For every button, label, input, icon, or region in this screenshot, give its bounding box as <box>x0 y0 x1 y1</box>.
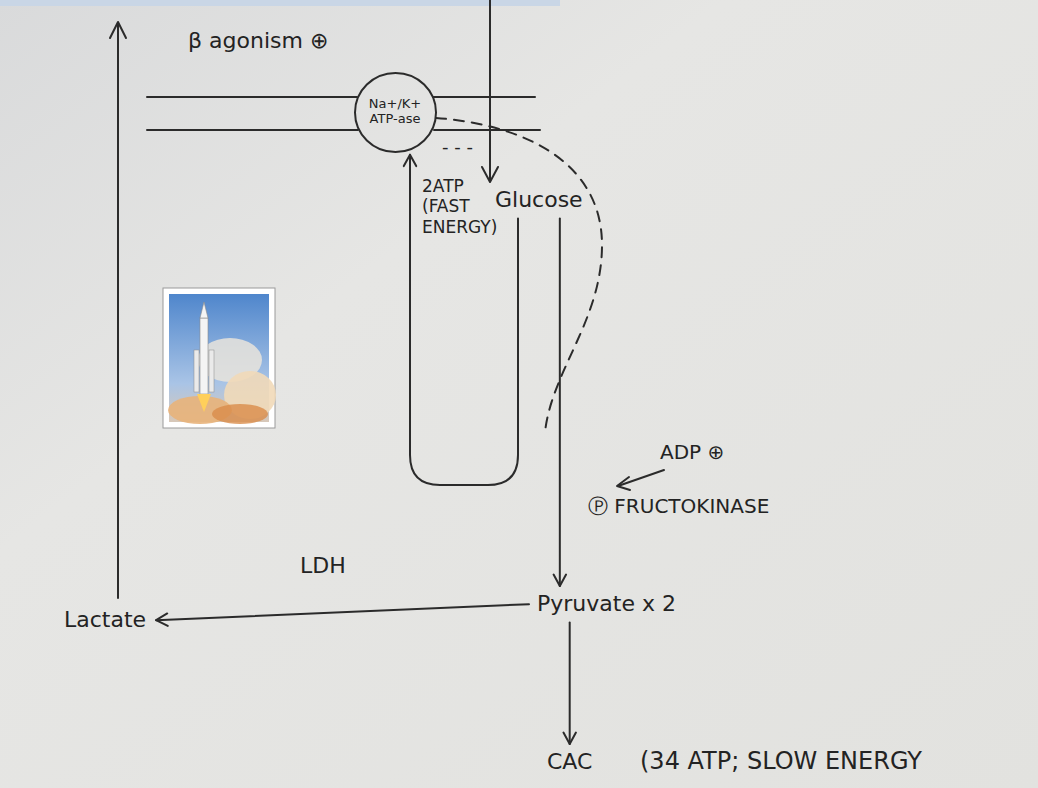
top-strip <box>0 0 560 6</box>
circle-shape <box>355 73 436 152</box>
picture-frame <box>163 288 275 428</box>
arrow-head <box>617 477 630 490</box>
lactate-outflow-arrow <box>117 23 119 598</box>
flow-arrow <box>563 622 575 744</box>
pathway-node: CAC <box>545 748 594 776</box>
node-text: Pyruvate x 2 <box>535 590 678 618</box>
flow-line <box>569 622 571 744</box>
enzyme-label: LDH <box>300 553 346 579</box>
flow-arrow <box>156 604 529 626</box>
membrane-line <box>147 96 357 98</box>
stimulus-note: β agonism ⊕ <box>188 28 328 54</box>
node-text: Lactate <box>62 606 148 634</box>
arrow-head <box>110 22 126 38</box>
glucose-inflow-arrow <box>489 0 491 181</box>
flow-line <box>559 218 561 586</box>
membrane-line <box>433 96 535 98</box>
node-text: CAC <box>545 748 594 776</box>
smoke-cloud <box>212 404 268 424</box>
regulator-note: ADP ⊕ <box>660 440 724 464</box>
arrow-head <box>482 167 498 182</box>
energy-label: 2ATP (FAST ENERGY) <box>422 176 497 237</box>
metabolite-node: Glucose <box>493 186 585 214</box>
adp-leader-arrow <box>618 470 664 486</box>
yield-note: (34 ATP; SLOW ENERGY <box>640 747 922 776</box>
rocket-booster <box>209 350 214 392</box>
node-text: Na+/K+ ATP-ase <box>364 97 426 127</box>
flow-line <box>156 604 529 620</box>
node-text: Glucose <box>493 186 585 214</box>
membrane-line <box>434 129 540 131</box>
rocket-booster <box>194 350 199 392</box>
arrow-head <box>156 613 168 625</box>
enzyme-label: Ⓟ FRUCTOKINASE <box>588 494 769 518</box>
membrane-line <box>147 129 358 131</box>
arrow-head <box>404 155 416 166</box>
flow-arrow <box>554 218 566 586</box>
charge-signs: - - - <box>442 136 473 158</box>
metabolite-node: Pyruvate x 2 <box>535 590 678 618</box>
rocket-body <box>200 318 208 394</box>
pump-circle: Na+/K+ ATP-ase <box>354 71 437 154</box>
rocket-picture <box>163 288 276 428</box>
metabolite-node: Lactate <box>62 606 148 634</box>
arrow-head <box>563 733 575 744</box>
arrow-head <box>554 575 566 586</box>
rocket-flame <box>197 394 211 412</box>
rocket-nose <box>200 302 208 318</box>
